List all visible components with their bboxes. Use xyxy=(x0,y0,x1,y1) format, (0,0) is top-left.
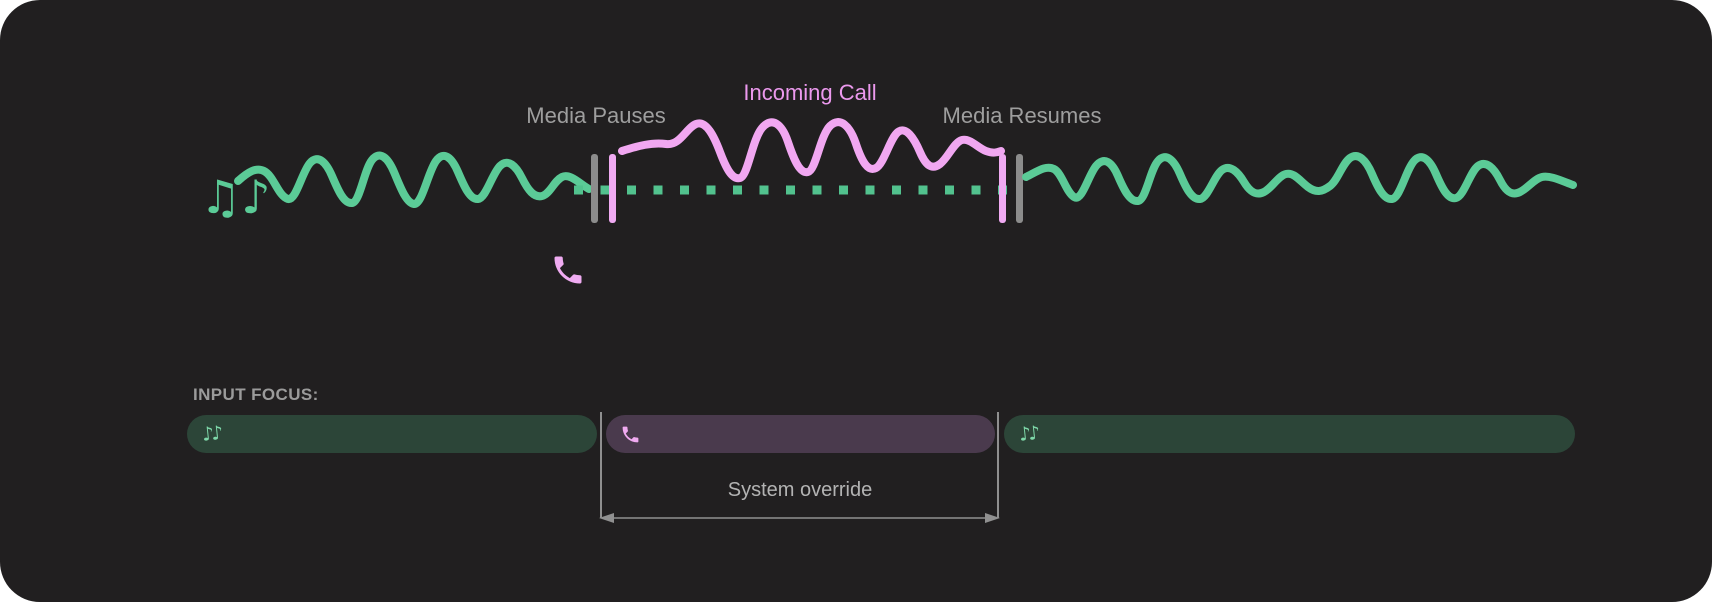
media-wave-right xyxy=(1022,152,1577,205)
media-pauses-label: Media Pauses xyxy=(526,103,666,128)
override-guide-line-right xyxy=(997,412,999,518)
focus-segment-media-1: ♪♪ xyxy=(187,415,597,453)
media-resume-marker xyxy=(999,154,1023,223)
phone-small-icon xyxy=(622,426,639,442)
phone-icon xyxy=(554,256,582,284)
system-override-label: System override xyxy=(727,479,873,501)
media-pause-marker xyxy=(591,154,616,223)
input-focus-heading: INPUT FOCUS: xyxy=(193,385,319,404)
call-wave xyxy=(618,118,1005,183)
music-notes-small-icon: ♪♪ xyxy=(1017,421,1039,446)
override-guide-line-left xyxy=(600,412,602,518)
focus-segment-call xyxy=(606,415,995,453)
incoming-call-label: Incoming Call xyxy=(743,80,877,105)
music-notes-small-icon: ♪♪ xyxy=(200,421,222,446)
focus-segment-media-2: ♪♪ xyxy=(1004,415,1575,453)
system-override-span-arrow xyxy=(599,513,1000,523)
media-wave-left xyxy=(234,151,593,208)
media-resumes-label: Media Resumes xyxy=(942,103,1102,128)
timeline-waveform-graphic: ♫♪ xyxy=(200,118,1577,284)
